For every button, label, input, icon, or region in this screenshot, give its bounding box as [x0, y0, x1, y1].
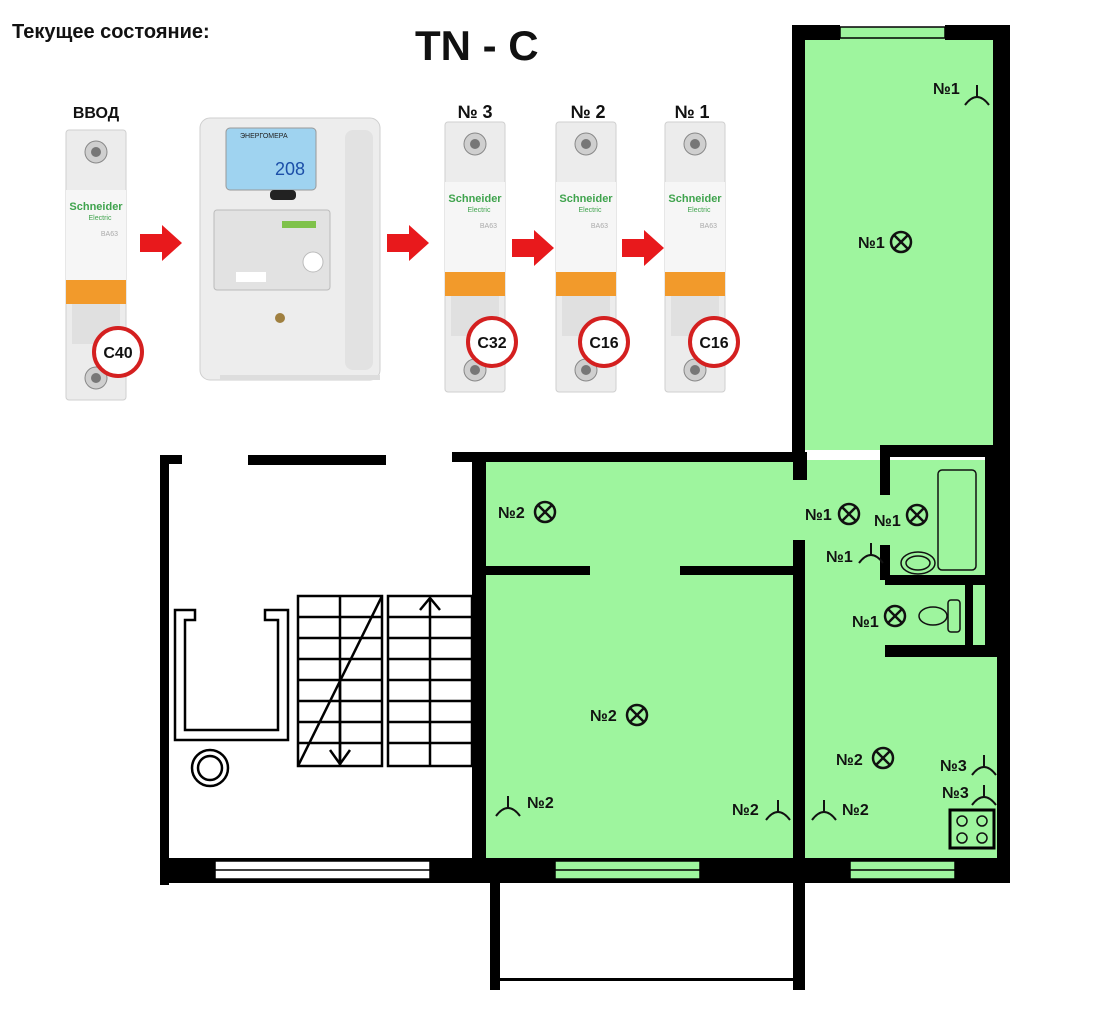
breaker-input: ВВОД Schneider Electric BA63 C40: [65, 105, 144, 401]
circuit-label: №1: [826, 549, 853, 566]
arrow-icon: [512, 230, 554, 266]
breaker-model: BA63: [101, 231, 118, 238]
circuit-label: №2: [498, 505, 525, 522]
breaker-brand: Schneider: [69, 201, 123, 213]
arrow-icon: [387, 225, 429, 261]
electricity-meter: ЭНЕРГОМЕРА 208: [199, 117, 381, 381]
breaker-label: ВВОД: [73, 105, 120, 122]
meter-display-value: 208: [275, 159, 305, 179]
breaker-rating: C40: [103, 345, 132, 362]
status-label: Текущее состояние:: [12, 21, 210, 43]
breaker-model: BA63: [480, 223, 497, 230]
breaker-model: BA63: [591, 223, 608, 230]
arrow-icon: [140, 225, 182, 261]
circuit-label: №1: [874, 513, 901, 530]
circuit-label: №2: [590, 708, 617, 725]
floor-plan: [160, 25, 1010, 990]
circuit-label: №2: [732, 802, 759, 819]
plan-markers: №1 №1 №1 №1 №1 №1 №2 №2 №2 №2 №2 №2 №3 №…: [495, 81, 997, 821]
breaker-label: № 1: [674, 102, 709, 122]
circuit-label: №3: [942, 785, 969, 802]
breaker-label: № 2: [570, 102, 605, 122]
breaker-brand-sub: Electric: [89, 215, 112, 222]
breaker-brand: Schneider: [668, 193, 722, 205]
breaker-rating: C16: [699, 335, 728, 352]
bathroom-fixtures: [900, 469, 996, 850]
breaker-brand-sub: Electric: [468, 207, 491, 214]
breaker-label: № 3: [457, 102, 492, 122]
system-type-title: TN - C: [415, 22, 539, 69]
breaker-model: BA63: [700, 223, 717, 230]
circuit-label: №3: [940, 758, 967, 775]
staircase: [173, 594, 474, 788]
breaker-3: № 3 Schneider Electric BA63 C32: [444, 102, 518, 393]
circuit-label: №1: [933, 81, 960, 98]
breaker-1: № 1 Schneider Electric BA63 C16: [664, 102, 740, 393]
breaker-rating: C16: [589, 335, 618, 352]
circuit-label: №1: [805, 507, 832, 524]
breaker-brand-sub: Electric: [688, 207, 711, 214]
breaker-brand: Schneider: [559, 193, 613, 205]
breaker-brand: Schneider: [448, 193, 502, 205]
circuit-label: №2: [842, 802, 869, 819]
meter-brand: ЭНЕРГОМЕРА: [240, 133, 288, 140]
circuit-label: №1: [858, 235, 885, 252]
circuit-label: №2: [836, 752, 863, 769]
breaker-brand-sub: Electric: [579, 207, 602, 214]
circuit-label: №1: [852, 614, 879, 631]
circuit-label: №2: [527, 795, 554, 812]
breaker-rating: C32: [477, 335, 506, 352]
breaker-2: № 2 Schneider Electric BA63 C16: [555, 102, 630, 393]
arrow-icon: [622, 230, 664, 266]
